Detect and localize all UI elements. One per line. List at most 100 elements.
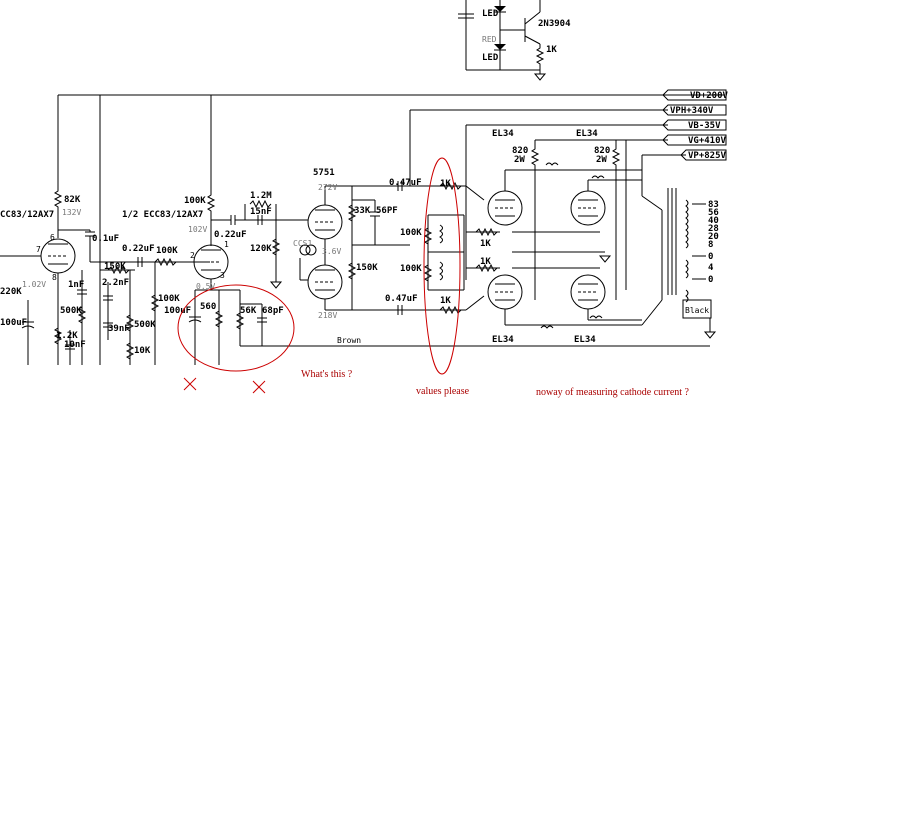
resistor-1k-bottom (439, 305, 462, 315)
pin-label: 1 (224, 240, 229, 249)
resistor-560 (214, 308, 224, 330)
ground-icon (269, 281, 283, 289)
input-tube-label: CC83/12AX7 (0, 210, 54, 220)
second-tube-label: 1/2 ECC83/12AX7 (122, 210, 203, 220)
c-15nf-label: 15nF (250, 207, 272, 217)
tap-label: 0 (708, 275, 713, 285)
el34-label: EL34 (492, 129, 514, 139)
led-transistor-section: LED RED LED 2N3904 1K (458, 0, 571, 81)
resistor-500k-b (125, 312, 135, 334)
black-terminal-box (682, 299, 712, 319)
r-500k-a-label: 500K (60, 306, 82, 316)
transistor-label: 2N3904 (538, 19, 571, 29)
r-1k-g1-label: 1K (480, 239, 491, 249)
r-12k-label: 1.2K (56, 331, 78, 341)
resistor-1k (535, 44, 545, 70)
rail-tag (662, 119, 727, 131)
ground-icon (533, 73, 547, 81)
v-132-label: 132V (62, 208, 81, 217)
resistor-10k (125, 340, 135, 362)
r-100k-plate-label: 100K (184, 196, 206, 206)
resistor-33k (347, 202, 357, 224)
c-68pf-label: 68pF (262, 306, 284, 316)
tap-label: 83 (708, 200, 719, 210)
r-12m-label: 1.2M (250, 191, 272, 201)
resistor-1k-top (439, 181, 462, 191)
v-05-label: 0.5V (196, 282, 215, 291)
pin-label: 2 (190, 251, 195, 260)
r-10k-label: 10K (134, 346, 151, 356)
resistor-820-a (530, 146, 540, 168)
r-56k-label: 56K (240, 306, 257, 316)
w-2-a-label: 2W (514, 155, 525, 165)
rail-vb-label: VB-35V (688, 121, 721, 131)
r-150k-ps-label: 150K (356, 263, 378, 273)
c-10nf-label: 10nF (64, 340, 86, 350)
resistor-1-2m (249, 199, 272, 209)
resistor-100k-bias-b (423, 262, 433, 284)
annotation-circle-cathode (177, 284, 295, 372)
c-100uf-cathode-label: 100uF (164, 306, 191, 316)
ground-icon (703, 331, 717, 339)
r-500k-b-label: 500K (134, 320, 156, 330)
resistor-820-b (611, 146, 621, 168)
note-values-please: values please (416, 386, 470, 397)
annotations: What's this ? values please noway of mea… (177, 157, 690, 398)
v-102-plate-label: 102V (188, 225, 207, 234)
pin-label: 7 (36, 245, 41, 254)
w-2-b-label: 2W (596, 155, 607, 165)
ccs-icon (299, 244, 311, 256)
led2-label: LED (482, 53, 499, 63)
el34-label: EL34 (576, 129, 598, 139)
c-022uf-label: 0.22uF (214, 230, 247, 240)
r-220k-label: 220K (0, 287, 22, 297)
resistor-1k-grid-b (475, 263, 498, 273)
coil-icon (591, 175, 605, 179)
c-047-bot-label: 0.47uF (385, 294, 418, 304)
r-150k-label: 150K (104, 262, 126, 272)
resistor-1-2k (53, 325, 63, 347)
r-100k-a-label: 100K (156, 246, 178, 256)
resistor-150k (107, 265, 130, 275)
ccs-icon (305, 244, 317, 256)
input-stage: CC83/12AX7 82K 132V 6 7 8 0.1uF 220K 1.0… (0, 95, 210, 365)
coil-icon (540, 325, 554, 329)
resistor-82k (53, 188, 63, 210)
ccs-label: CCS1 (293, 239, 312, 248)
c-39nf-label: 39nF (108, 324, 130, 334)
black-label: Black (685, 306, 709, 315)
note-whats-this: What's this ? (301, 369, 353, 380)
tap-label: 8 (708, 240, 713, 250)
v-36-label: 3.6V (322, 247, 341, 256)
led-icon (494, 6, 506, 12)
rail-vg-label: VG+410V (688, 136, 727, 146)
led2-color-label: RED (482, 35, 497, 44)
coil-icon (545, 162, 559, 166)
r-820-b-label: 820 (594, 146, 610, 156)
rail-tag (662, 104, 727, 116)
note-cathode-current: noway of measuring cathode current ? (536, 387, 690, 398)
c-56pf-label: 56PF (376, 206, 398, 216)
resistor-500k (77, 304, 87, 326)
r-33k-label: 33K (354, 206, 371, 216)
v-102-label: 1.02V (22, 280, 46, 289)
power-rails: VD+200V VPH+340V VB-35V VG+410V VP+825V (58, 89, 729, 290)
transformer-secondary-icon (685, 199, 689, 249)
led-icon (494, 44, 506, 50)
v-272-label: 272V (318, 183, 337, 192)
v-218-label: 218V (318, 311, 337, 320)
annotation-circle-bias (423, 157, 461, 375)
r-82k-label: 82K (64, 195, 81, 205)
led1-label: LED (482, 9, 499, 19)
rail-tag (662, 89, 727, 101)
resistor-150k-ps (347, 260, 357, 282)
resistor-56k (235, 310, 245, 332)
coil-icon (439, 261, 443, 281)
output-stage: EL34 EL34 EL34 EL34 820 2W 820 2W Black … (487, 129, 719, 345)
c-1nf-label: 1nF (68, 280, 84, 290)
r-560-label: 560 (200, 302, 216, 312)
rail-vd-label: VD+200V (690, 91, 729, 101)
coil-icon (439, 224, 443, 244)
